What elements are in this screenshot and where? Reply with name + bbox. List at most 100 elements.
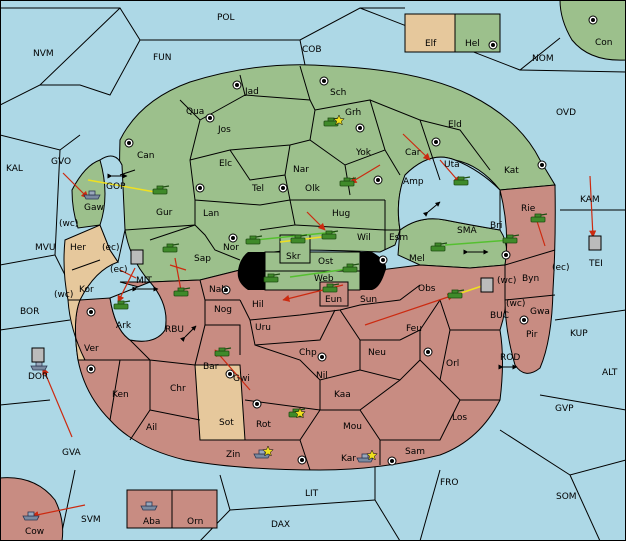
- region-cow[interactable]: [0, 477, 64, 541]
- coast-labels: (wc) (ec) (ec) (wc) (wc) (ec) (wc): [54, 219, 570, 309]
- label-rbu: RBU: [165, 325, 184, 335]
- label-gva: GVA: [62, 448, 82, 458]
- label-ail: Ail: [146, 423, 157, 433]
- label-sot: Sot: [219, 418, 234, 428]
- label-sch: Sch: [330, 88, 346, 98]
- label-nvm: NVM: [33, 49, 54, 59]
- region-elf[interactable]: [404, 13, 456, 53]
- ship-icon[interactable]: [588, 235, 602, 251]
- label-ovd: OVD: [556, 108, 576, 118]
- label-kar: Kar: [341, 454, 356, 464]
- label-kup: KUP: [570, 329, 588, 339]
- label-nog: Nog: [214, 305, 232, 315]
- ship-icon[interactable]: [31, 347, 45, 363]
- label-rie: Rie: [521, 204, 536, 214]
- label-gaw: Gaw: [84, 203, 104, 213]
- label-lit: LIT: [305, 489, 319, 499]
- label-uta: Uta: [444, 160, 460, 170]
- label-mou: Mou: [343, 422, 362, 432]
- label-car: Car: [405, 148, 421, 158]
- label-buc: BUC: [490, 311, 509, 321]
- ship-icon[interactable]: [130, 249, 144, 265]
- region-eun[interactable]: [319, 281, 349, 307]
- label-eun: Eun: [325, 295, 342, 305]
- label-nom: NOM: [532, 54, 554, 64]
- label-sun: Sun: [360, 295, 377, 305]
- label-tel: Tel: [251, 184, 264, 194]
- label-fun: FUN: [153, 53, 172, 63]
- coast-ec-kor: (ec): [110, 265, 128, 275]
- label-nab: Nab: [209, 285, 227, 295]
- label-grh: Grh: [345, 108, 361, 118]
- label-byn: Byn: [522, 274, 539, 284]
- label-chr: Chr: [170, 384, 186, 394]
- label-mel: Mel: [409, 254, 425, 264]
- label-fro: FRO: [440, 478, 459, 488]
- coast-wc-gwa: (wc): [506, 299, 525, 309]
- label-sma: SMA: [457, 226, 477, 236]
- label-cob: COB: [302, 45, 322, 55]
- label-ost: Ost: [318, 257, 334, 267]
- label-can: Can: [137, 151, 155, 161]
- label-jad: Jad: [244, 87, 259, 97]
- label-rod: ROD: [500, 353, 520, 363]
- label-uru: Uru: [255, 323, 271, 333]
- label-her: Her: [70, 243, 86, 253]
- label-cow: Cow: [25, 527, 44, 537]
- label-web: Web: [314, 274, 334, 284]
- label-orl: Orl: [446, 359, 459, 369]
- coast-wc-byn: (wc): [497, 276, 516, 286]
- sea-labels: POL NVM FUN COB NOM OVD KAL GVO GOP KAM …: [6, 13, 618, 530]
- label-rot: Rot: [256, 420, 271, 430]
- label-hug: Hug: [332, 209, 350, 219]
- region-orn[interactable]: [171, 489, 218, 529]
- label-skr: Skr: [286, 252, 301, 262]
- label-bor: BOR: [20, 307, 39, 317]
- label-nar: Nar: [293, 165, 309, 175]
- label-eld: Eld: [448, 120, 462, 130]
- label-ken: Ken: [112, 390, 129, 400]
- label-kaa: Kaa: [334, 390, 351, 400]
- label-wil: Wil: [357, 233, 371, 243]
- label-alt: ALT: [602, 368, 618, 378]
- label-jos: Jos: [217, 125, 231, 135]
- label-nil: Nil: [316, 371, 328, 381]
- label-tei: TEI: [588, 259, 603, 269]
- label-nor: Nor: [223, 243, 239, 253]
- label-chp: Chp: [299, 348, 317, 358]
- label-sap: Sap: [194, 254, 211, 264]
- label-aba: Aba: [143, 517, 160, 527]
- label-olk: Olk: [305, 184, 321, 194]
- label-sam: Sam: [405, 447, 425, 457]
- label-gur: Gur: [156, 208, 173, 218]
- label-som: SOM: [556, 492, 577, 502]
- label-los: Los: [452, 413, 467, 423]
- region-her-kor-ver[interactable]: [63, 224, 119, 361]
- label-elf: Elf: [425, 39, 437, 49]
- label-yok: Yok: [355, 148, 372, 158]
- label-esm: Esm: [389, 233, 408, 243]
- label-neu: Neu: [368, 348, 386, 358]
- coast-ec-byn: (ec): [552, 263, 570, 273]
- label-svm: SVM: [81, 515, 101, 525]
- label-kam: KAM: [580, 195, 600, 205]
- province-borders: [119, 65, 491, 261]
- label-gwi: Gwi: [233, 374, 250, 384]
- label-pol: POL: [217, 13, 235, 23]
- label-orn: Orn: [187, 517, 203, 527]
- label-ver: Ver: [84, 344, 99, 354]
- region-con[interactable]: [559, 0, 626, 61]
- label-gvo: GVO: [51, 157, 71, 167]
- ship-icon[interactable]: [480, 277, 494, 293]
- label-amp: Amp: [403, 177, 424, 187]
- region-east-lobe[interactable]: [499, 184, 556, 374]
- coast-wc-kor: (wc): [54, 290, 73, 300]
- label-obs: Obs: [418, 284, 436, 294]
- label-qua: Qua: [186, 107, 204, 117]
- label-bri: Bri: [490, 221, 502, 231]
- label-feu: Feu: [406, 324, 422, 334]
- label-kat: Kat: [504, 166, 519, 176]
- label-mvu: MVU: [35, 243, 56, 253]
- dislodged-stars: [262, 114, 378, 461]
